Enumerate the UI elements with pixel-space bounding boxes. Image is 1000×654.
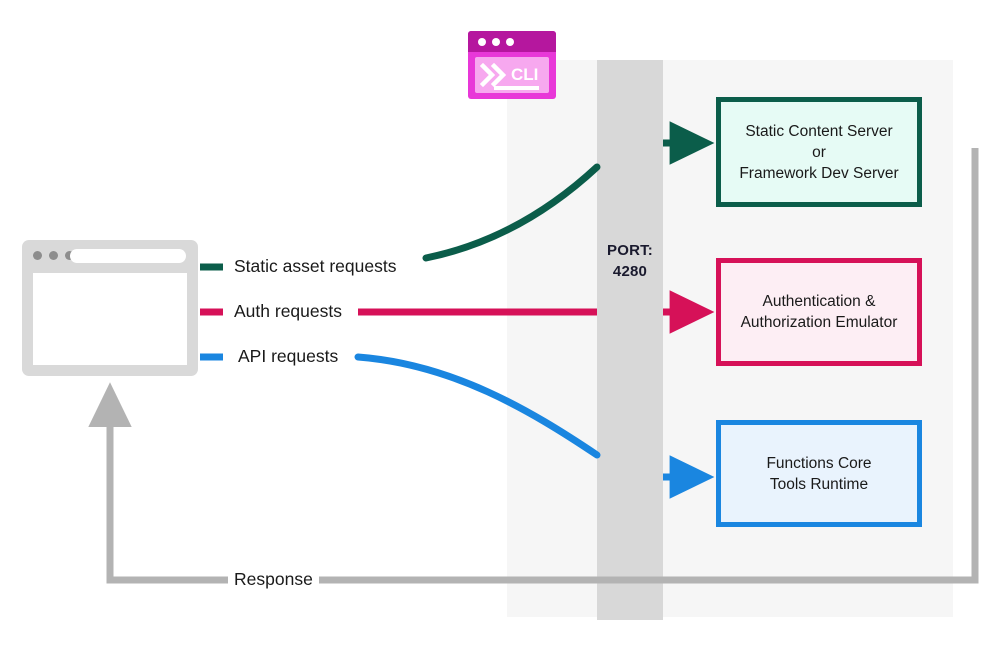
label-response: Response	[228, 569, 319, 590]
browser-window-dots	[33, 251, 74, 260]
cli-dot-1	[478, 38, 486, 46]
cli-terminal-icon[interactable]: CLI	[468, 31, 556, 99]
service-functions-line-1: Functions Core	[766, 454, 872, 472]
response-path	[88, 148, 979, 584]
browser-window-icon[interactable]	[22, 240, 198, 376]
port-label: PORT: 4280	[597, 240, 663, 282]
port-bar	[597, 60, 663, 620]
browser-dot-3	[65, 251, 74, 260]
static-flow-curve	[422, 163, 601, 262]
port-label-text: PORT:	[607, 242, 653, 259]
browser-address-bar[interactable]	[70, 249, 186, 263]
cli-screen: CLI	[475, 57, 549, 93]
service-static-content-server[interactable]: Static Content Server or Framework Dev S…	[716, 97, 922, 207]
service-auth-line-1: Authentication &	[762, 293, 876, 310]
cli-titlebar	[468, 31, 556, 52]
label-api-requests: API requests	[232, 346, 345, 367]
svg-text:CLI: CLI	[511, 65, 538, 84]
api-flow-curve	[354, 353, 601, 459]
service-static-line-3: Framework Dev Server	[739, 164, 899, 182]
browser-dot-2	[49, 251, 58, 260]
service-functions-line-2: Tools Runtime	[769, 475, 869, 493]
label-static-asset-requests: Static asset requests	[228, 256, 403, 277]
port-number: 4280	[612, 263, 648, 280]
service-functions-runtime[interactable]: Functions Core Tools Runtime	[716, 420, 922, 527]
label-auth-requests: Auth requests	[228, 301, 348, 322]
cli-dot-3	[506, 38, 514, 46]
service-auth-line-2: Authorization Emulator	[740, 314, 898, 331]
service-static-line-1: Static Content Server	[745, 122, 893, 140]
browser-viewport	[33, 273, 187, 365]
service-static-line-2: or	[812, 143, 826, 161]
service-auth-emulator[interactable]: Authentication & Authorization Emulator	[716, 258, 922, 366]
browser-dot-1	[33, 251, 42, 260]
cli-prompt-icon: CLI	[479, 62, 539, 90]
cli-dot-2	[492, 38, 500, 46]
